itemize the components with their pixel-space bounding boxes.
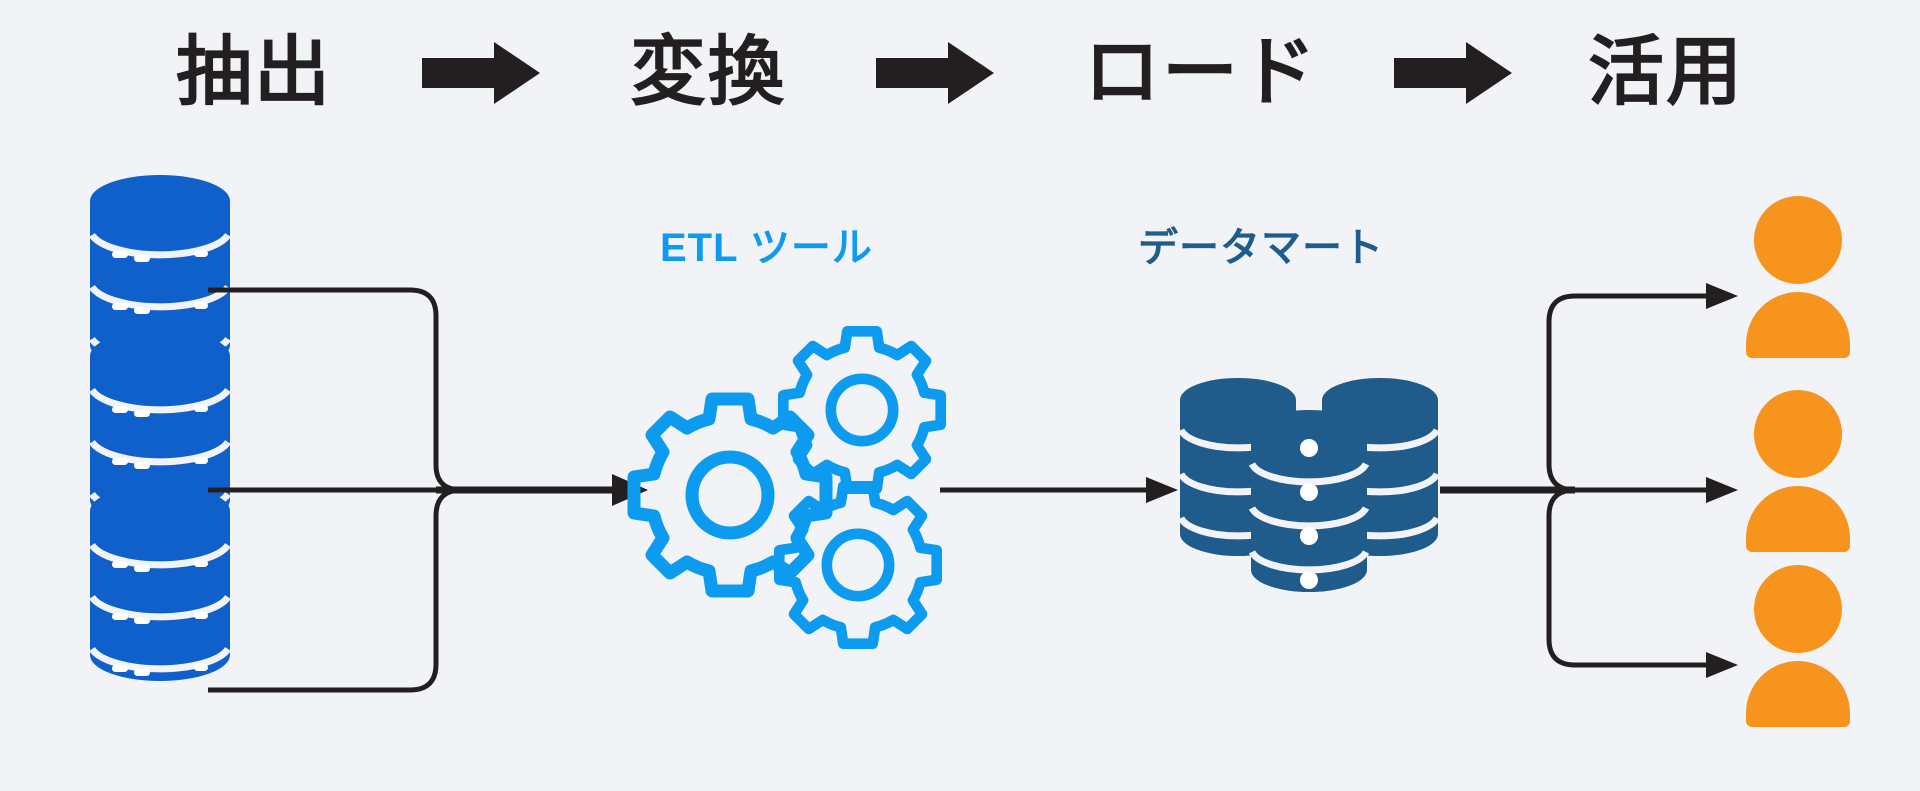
phase-label-load: ロード bbox=[1084, 30, 1318, 115]
consumer-fanout-connectors bbox=[1440, 283, 1738, 678]
arrow-head-icon bbox=[1706, 477, 1738, 503]
connector-line-to-user-bottom bbox=[1546, 487, 1720, 668]
user-person-icon[interactable] bbox=[1746, 565, 1850, 727]
arrow-head-icon bbox=[1706, 283, 1738, 309]
source-database-group bbox=[90, 175, 230, 681]
right-arrow-icon bbox=[422, 42, 540, 104]
phase-header-row: 抽出 変換 ロード 活用 bbox=[0, 14, 1920, 132]
connector-line-to-user-top bbox=[1546, 293, 1720, 493]
data-mart-cylinder-front bbox=[1251, 410, 1367, 592]
arrow-head-icon bbox=[1706, 652, 1738, 678]
connector-line-top bbox=[208, 287, 463, 493]
etl-tool-caption: ETL ツール bbox=[660, 226, 873, 270]
right-arrow-icon bbox=[1394, 42, 1512, 104]
phase-label-transform: 変換 bbox=[630, 30, 786, 115]
data-mart-caption: データマート bbox=[1138, 226, 1384, 270]
phase-label-utilize: 活用 bbox=[1588, 30, 1744, 115]
phase-label-extract: 抽出 bbox=[176, 30, 332, 115]
consumer-group bbox=[1746, 196, 1850, 727]
connector-line-bottom bbox=[208, 487, 463, 693]
transform-to-load-arrow bbox=[940, 477, 1178, 503]
arrow-head-icon bbox=[1146, 477, 1178, 503]
etl-gears-group[interactable] bbox=[634, 331, 941, 643]
database-cylinder-icon[interactable] bbox=[90, 485, 230, 681]
data-mart-group[interactable] bbox=[1180, 378, 1438, 592]
right-arrow-icon bbox=[876, 42, 994, 104]
user-person-icon[interactable] bbox=[1746, 196, 1850, 358]
gear-icon-top-right bbox=[783, 331, 940, 488]
source-merge-connectors bbox=[208, 287, 648, 693]
user-person-icon[interactable] bbox=[1746, 390, 1850, 552]
